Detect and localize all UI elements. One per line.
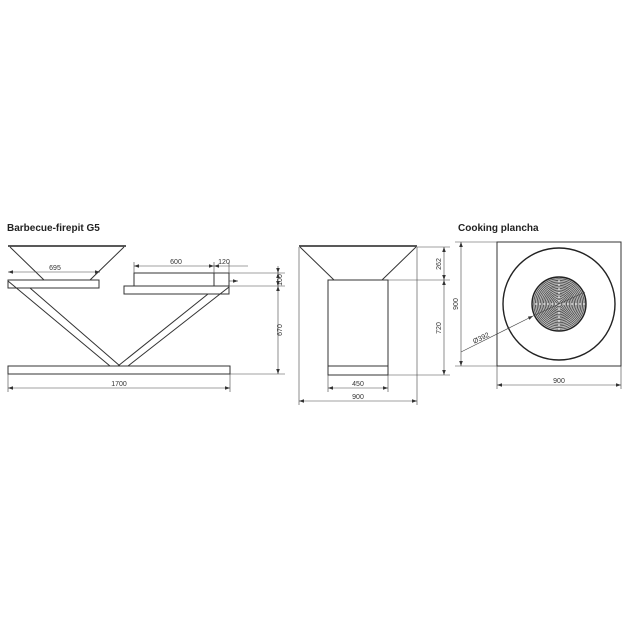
dim-100: 100 [277,274,284,286]
dim-262: 262 [436,258,443,270]
bowl [299,246,417,281]
dim-392: Ø392 [472,332,491,346]
left-leg [7,280,121,367]
plancha-circle [502,247,616,361]
left-plate [7,279,100,289]
chimney-tip [213,272,230,287]
right-leg [117,286,230,367]
plancha-square [496,241,622,367]
bowl [9,246,125,281]
chimney [133,272,215,287]
barbecue-firepit-title: Barbecue-firepit G5 [7,223,100,234]
base [7,365,231,375]
dim-1700: 1700 [111,381,127,388]
dim-450: 450 [352,381,364,388]
dim-900-horizontal: 900 [553,378,565,385]
body [327,279,389,376]
dim-670: 670 [277,324,284,336]
dim-720: 720 [436,322,443,334]
dim-900-vertical: 900 [453,298,460,310]
plancha-view: Ø392 900 900 [453,241,622,389]
dim-695: 695 [49,265,61,272]
dim-600: 600 [170,259,182,266]
side-view: 695 600 120 100 670 1700 [7,245,285,392]
right-plate [123,285,230,295]
front-view: 262 720 450 900 [298,245,450,405]
dim-120: 120 [218,259,230,266]
cooking-plancha-title: Cooking plancha [458,223,539,234]
dim-900: 900 [352,394,364,401]
